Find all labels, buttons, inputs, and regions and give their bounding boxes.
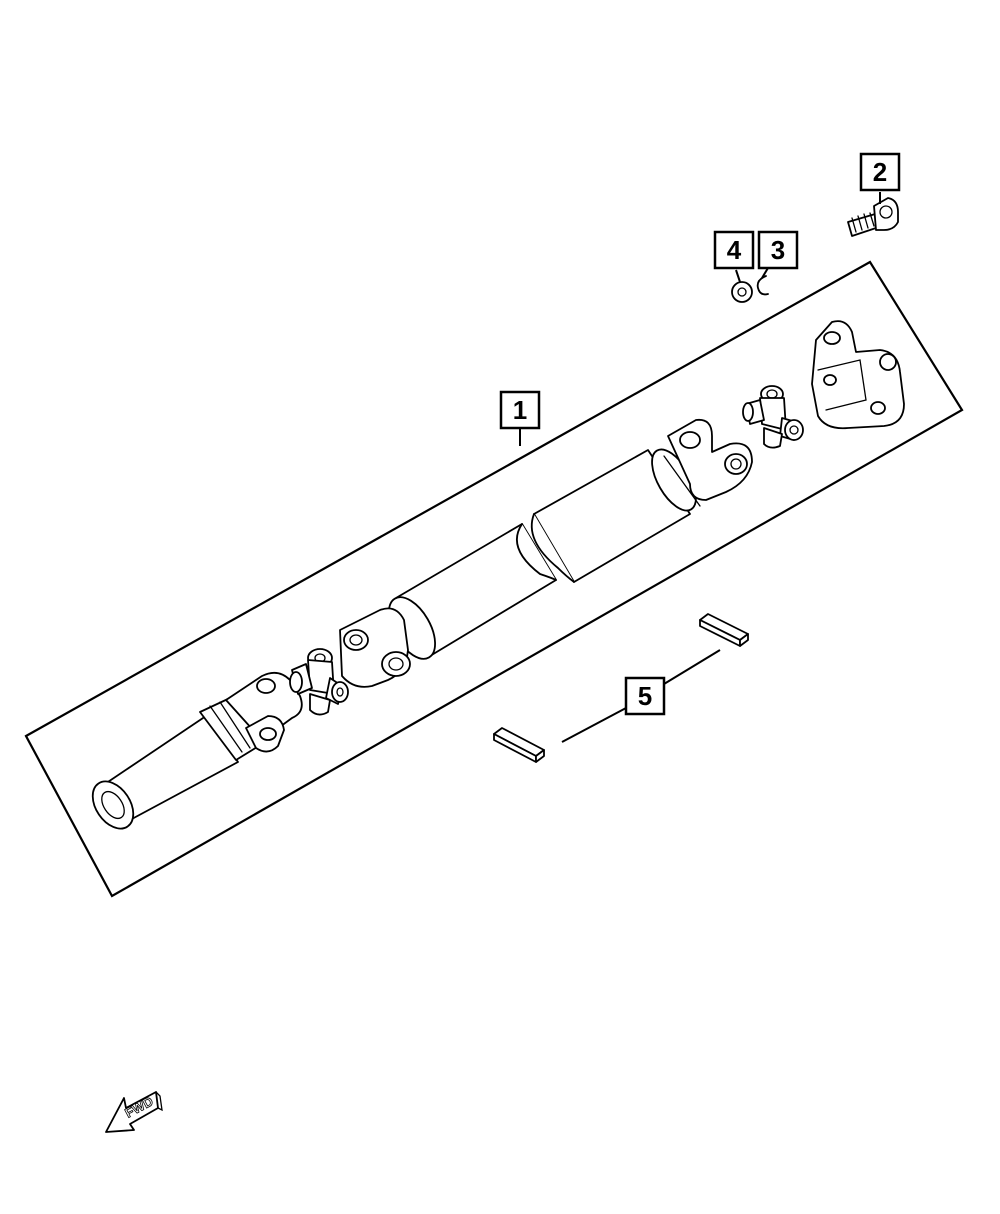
callout-2-label: 2 bbox=[873, 157, 887, 187]
callout-2[interactable]: 2 bbox=[859, 152, 901, 192]
callout-4[interactable]: 4 bbox=[713, 230, 755, 270]
balance-weight-lower bbox=[493, 727, 545, 763]
callout-3-label: 3 bbox=[771, 235, 785, 265]
rear-universal-joint bbox=[742, 385, 804, 449]
callout-1[interactable]: 1 bbox=[499, 390, 541, 430]
leader-4 bbox=[735, 269, 741, 283]
assembly-frame bbox=[24, 260, 964, 898]
bolt bbox=[847, 197, 899, 237]
front-universal-joint bbox=[289, 648, 349, 716]
callout-4-label: 4 bbox=[727, 235, 742, 265]
tube-yoke-rear bbox=[667, 418, 753, 501]
callout-3[interactable]: 3 bbox=[757, 230, 799, 270]
callout-5-label: 5 bbox=[638, 681, 652, 711]
fwd-arrow-icon: FWD bbox=[105, 1091, 163, 1133]
slip-yoke-tube bbox=[91, 671, 303, 830]
callout-1-label: 1 bbox=[513, 395, 527, 425]
propeller-shaft-tube bbox=[388, 448, 701, 660]
leader-5-lower bbox=[561, 707, 627, 743]
balance-weight-upper bbox=[699, 613, 749, 647]
leader-3 bbox=[761, 267, 769, 279]
snap-ring bbox=[756, 275, 769, 296]
leader-5-upper bbox=[663, 649, 721, 685]
washer bbox=[731, 281, 753, 303]
flange-yoke bbox=[811, 320, 905, 430]
callout-5[interactable]: 5 bbox=[624, 676, 666, 716]
tube-yoke-front bbox=[339, 607, 411, 688]
